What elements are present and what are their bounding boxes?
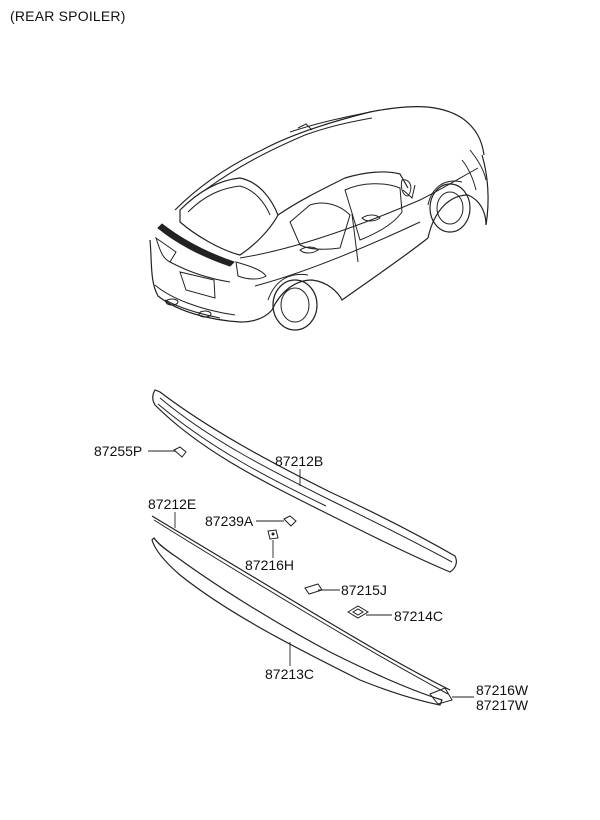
label-87217W: 87217W [476,697,529,713]
diagram-title: (REAR SPOILER) [10,8,126,24]
clip-87255P-shape [173,446,187,458]
tape-87215J-shape [304,583,323,595]
nut-87216H-shape [267,529,279,540]
car-illustration [149,106,489,331]
label-87214C: 87214C [394,608,444,624]
pad-87214C-inner [352,608,364,616]
label-87215J: 87215J [341,582,387,598]
label-87216H: 87216H [245,557,295,573]
label-87212B: 87212B [275,453,324,469]
rear-spoiler-part [152,389,457,573]
label-87213C: 87213C [265,666,315,682]
spoiler-lower-part [151,537,453,706]
label-87255P: 87255P [94,443,143,459]
pad-87214C-shape [347,605,369,619]
nut-87216H-dot [271,532,275,536]
clip-87239A-shape [283,515,297,527]
spoiler-molding-part [151,515,451,695]
label-87239A: 87239A [205,513,254,529]
leader-lines [148,450,474,698]
label-87212E: 87212E [148,496,197,512]
label-87216W: 87216W [476,682,529,698]
